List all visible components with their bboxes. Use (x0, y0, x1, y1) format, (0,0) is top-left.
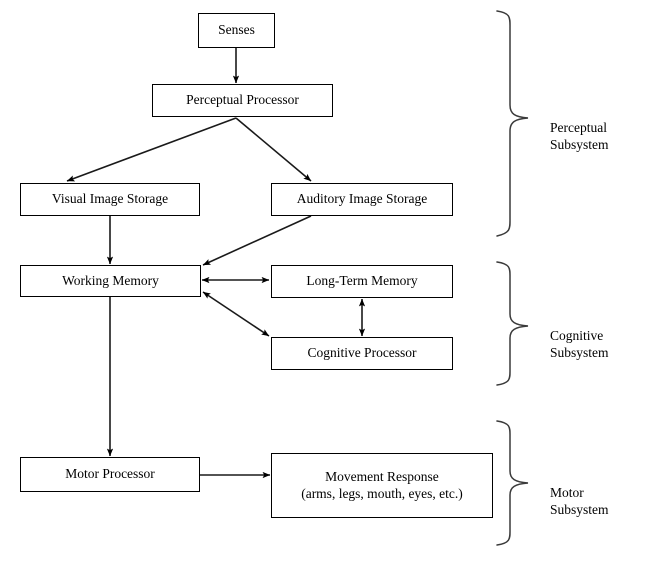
node-motor-processor[interactable]: Motor Processor (20, 457, 200, 492)
brace-motor-subsystem (496, 420, 529, 546)
node-long-term-memory-label: Long-Term Memory (306, 273, 418, 289)
node-movement-response[interactable]: Movement Response (arms, legs, mouth, ey… (271, 453, 493, 518)
node-working-memory-label: Working Memory (62, 272, 159, 288)
edge-perceptual-processor-to-visual-image-storage (66, 117, 237, 182)
node-cognitive-processor[interactable]: Cognitive Processor (271, 337, 453, 370)
group-label-perceptual-subsystem-text: Perceptual Subsystem (550, 119, 609, 153)
group-label-cognitive-subsystem: Cognitive Subsystem (550, 309, 609, 362)
node-visual-image-storage[interactable]: Visual Image Storage (20, 183, 200, 216)
node-working-memory[interactable]: Working Memory (20, 265, 201, 297)
node-movement-response-label: Movement Response (arms, legs, mouth, ey… (301, 468, 463, 501)
group-label-motor-subsystem: Motor Subsystem (550, 466, 609, 519)
node-perceptual-processor-label: Perceptual Processor (186, 92, 299, 108)
node-long-term-memory[interactable]: Long-Term Memory (271, 265, 453, 298)
brace-perceptual-subsystem (496, 10, 529, 237)
node-senses[interactable]: Senses (198, 13, 275, 48)
edge-perceptual-processor-to-auditory-image-storage (235, 117, 312, 182)
node-visual-image-storage-label: Visual Image Storage (51, 191, 169, 207)
group-label-perceptual-subsystem: Perceptual Subsystem (550, 101, 609, 154)
node-auditory-image-storage-label: Auditory Image Storage (296, 191, 428, 207)
edge-working-memory-to-cognitive-processor (202, 291, 270, 337)
group-label-cognitive-subsystem-text: Cognitive Subsystem (550, 327, 609, 361)
node-auditory-image-storage[interactable]: Auditory Image Storage (271, 183, 453, 216)
node-senses-label: Senses (218, 22, 255, 38)
group-label-motor-subsystem-text: Motor Subsystem (550, 484, 609, 518)
node-cognitive-processor-label: Cognitive Processor (307, 345, 417, 361)
node-perceptual-processor[interactable]: Perceptual Processor (152, 84, 333, 117)
brace-cognitive-subsystem (496, 261, 529, 386)
node-motor-processor-label: Motor Processor (65, 466, 155, 482)
edge-auditory-image-storage-to-working-memory (202, 215, 312, 266)
